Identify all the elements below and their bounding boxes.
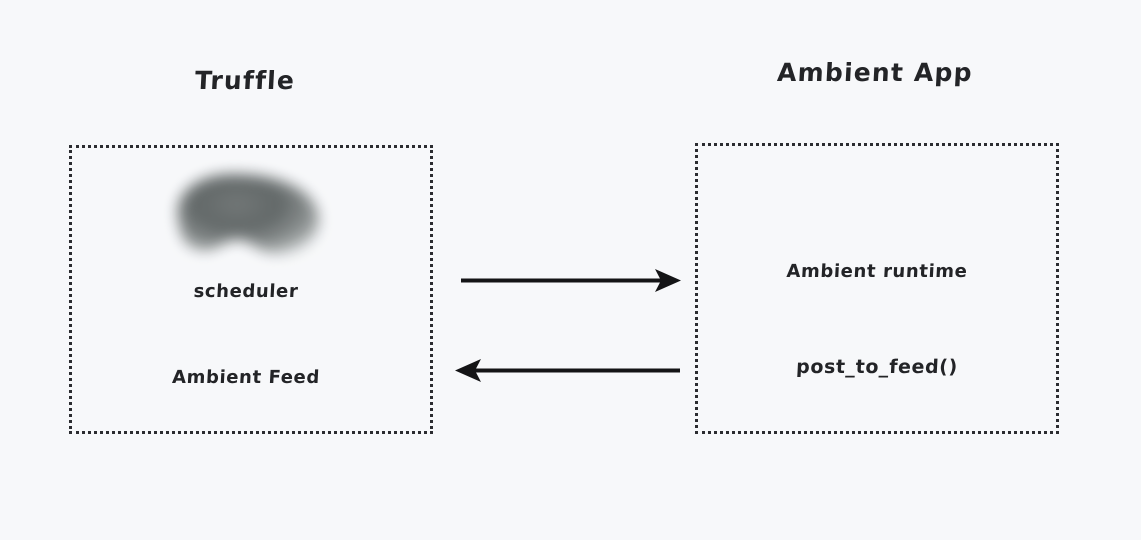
label-post-to-feed: post_to_feed() [795, 356, 959, 378]
bean-blob-icon [168, 170, 324, 266]
group-title-truffle: Truffle [194, 66, 296, 95]
label-scheduler: scheduler [193, 281, 299, 302]
group-title-ambient-app: Ambient App [776, 58, 974, 87]
arrow-left-to-right-icon [461, 269, 681, 292]
label-ambient-runtime: Ambient runtime [785, 261, 968, 282]
truffle-container-box [69, 145, 433, 434]
arrow-right-to-left-icon [455, 359, 680, 382]
label-ambient-feed: Ambient Feed [171, 367, 321, 388]
ambient-app-container-box [695, 143, 1059, 434]
